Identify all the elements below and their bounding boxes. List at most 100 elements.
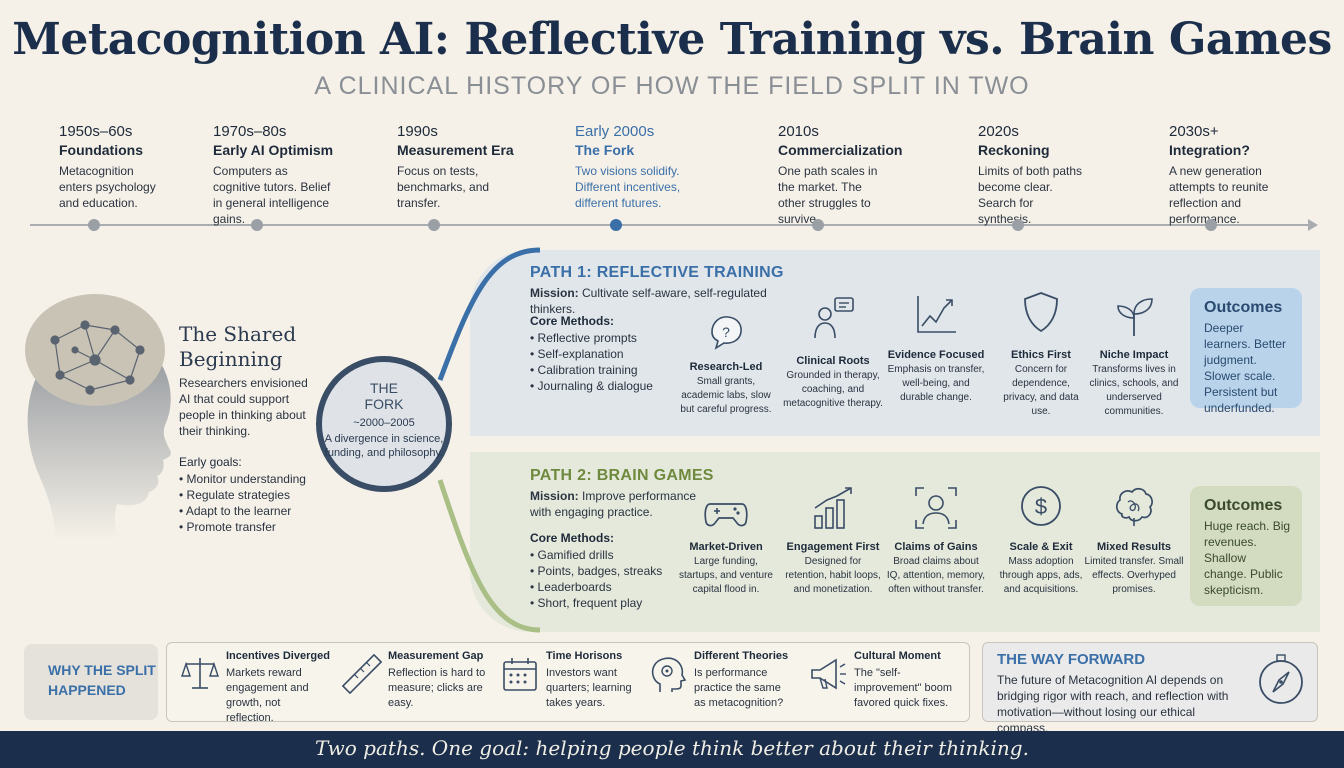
timeline-desc: Computers as cognitive tutors. Belief in… (213, 164, 331, 226)
path1-outcomes: Outcomes Deeper learners. Better judgmen… (1190, 288, 1302, 415)
why-split-text: WHY THE SPLIT HAPPENED (48, 662, 156, 698)
list-item: Reflective prompts (530, 330, 680, 346)
path1-mission: Mission: Cultivate self-aware, self-regu… (530, 285, 790, 317)
path2-core-title: Core Methods: (530, 531, 614, 545)
timeline-name: Reckoning (978, 142, 1050, 158)
brain-head-icon (25, 294, 171, 540)
way-forward-desc: The future of Metacognition AI depends o… (997, 673, 1229, 735)
path1-core-title: Core Methods: (530, 314, 614, 328)
timeline-desc: Metacognition enters psychology and educ… (59, 164, 156, 210)
timeline-dot (251, 219, 263, 231)
path1-feature-research: ? Research-Led Small grants, academic la… (676, 310, 776, 417)
list-item: Promote transfer (179, 519, 339, 535)
reason-desc: Is performance practice the same as meta… (694, 667, 784, 709)
feature-desc: Limited transfer. Small effects. Overhyp… (1084, 556, 1184, 595)
path1-feature-ethics: Ethics First Concern for dependence, pri… (991, 290, 1091, 419)
feature-desc: Transforms lives in clinics, schools, an… (1089, 364, 1179, 417)
fork-desc: A divergence in science, funding, and ph… (324, 433, 444, 459)
page-title: Metacognition AI: Reflective Training vs… (12, 14, 1332, 65)
timeline-name: Foundations (59, 142, 143, 158)
mission-text: Cultivate self-aware, self-regulated thi… (530, 286, 767, 316)
path1-title: PATH 1: REFLECTIVE TRAINING (530, 264, 784, 281)
feature-desc: Emphasis on transfer, well-being, and du… (887, 364, 985, 403)
tangled-brain-icon (1116, 488, 1153, 526)
list-item: Monitor understanding (179, 471, 339, 487)
feature-desc: Mass adoption through apps, ads, and acq… (999, 556, 1083, 595)
focus-user-icon (915, 487, 957, 529)
reason-title: Measurement Gap (388, 650, 484, 662)
way-forward-panel: THE WAY FORWARD The future of Metacognit… (982, 642, 1318, 735)
timeline-years: 1950s–60s (59, 123, 133, 140)
timeline-name: Commercialization (778, 142, 903, 158)
list-item: Gamified drills (530, 547, 680, 563)
timeline-item-integration: 2030s+ Integration? A new generation att… (1169, 123, 1319, 227)
timeline-name: Integration? (1169, 142, 1250, 158)
path2-mission: Mission: Improve performance with engagi… (530, 488, 700, 520)
feature-name: Niche Impact (1099, 349, 1169, 361)
feature-name: Market-Driven (689, 541, 763, 553)
path2-methods-list: Gamified drills Points, badges, streaks … (530, 547, 680, 611)
footer-bar (0, 731, 1344, 768)
timeline-name: Measurement Era (397, 142, 514, 158)
timeline-item-reckoning: 2020s Reckoning Limits of both paths bec… (978, 123, 1163, 227)
timeline-name: Early AI Optimism (213, 142, 334, 158)
svg-text:?: ? (722, 324, 730, 340)
timeline-dot (88, 219, 100, 231)
timeline-desc: Two visions solidify. Different incentiv… (575, 164, 681, 210)
outcomes-title: Outcomes (1204, 497, 1283, 514)
path1-feature-evidence: Evidence Focused Emphasis on transfer, w… (886, 292, 986, 405)
bar-chart-icon (814, 487, 852, 529)
dollar-coin-icon: $ (1021, 486, 1061, 526)
feature-name: Research-Led (689, 361, 763, 373)
reason-title: Different Theories (694, 650, 789, 662)
timeline-item-fork: Early 2000s The Fork Two visions solidif… (575, 123, 760, 211)
clinician-icon (814, 297, 854, 339)
early-goals-list: Monitor understanding Regulate strategie… (179, 471, 339, 535)
feature-name: Scale & Exit (1009, 541, 1073, 553)
timeline-dot (428, 219, 440, 231)
timeline-dot (1012, 219, 1024, 231)
timeline-years: Early 2000s (575, 123, 655, 140)
footer-tagline: Two paths. One goal: helping people thin… (315, 736, 1029, 760)
feature-name: Evidence Focused (887, 349, 985, 361)
path2-feature-mixed: Mixed Results Limited transfer. Small ef… (1084, 484, 1184, 597)
path2-feature-claims: Claims of Gains Broad claims about IQ, a… (886, 486, 986, 597)
path1-feature-clinical: Clinical Roots Grounded in therapy, coac… (783, 296, 883, 411)
list-item: Adapt to the learner (179, 503, 339, 519)
timeline-desc: Limits of both paths become clear. Searc… (978, 164, 1083, 226)
gamepad-icon (704, 503, 748, 527)
way-forward-title: THE WAY FORWARD (997, 651, 1146, 668)
timeline-years: 1990s (397, 123, 438, 140)
list-item: Regulate strategies (179, 487, 339, 503)
mission-label: Mission: (530, 489, 579, 503)
mission-label: Mission: (530, 286, 579, 300)
timeline-desc: One path scales in the market. The other… (778, 164, 878, 226)
timeline-name: The Fork (575, 142, 635, 158)
shield-icon (1024, 292, 1058, 333)
why-split-label: WHY THE SPLIT HAPPENED (24, 644, 158, 720)
timeline-dot (1205, 219, 1217, 231)
calendar-icon (503, 658, 537, 691)
timeline-years: 2030s+ (1169, 123, 1219, 140)
fork-years: ~2000–2005 (353, 417, 415, 429)
path2-feature-scale: $ Scale & Exit Mass adoption through app… (991, 484, 1091, 597)
reason-title: Time Horisons (546, 650, 623, 662)
path2-feature-engagement: Engagement First Designed for retention,… (783, 486, 883, 597)
fork-circle: THE FORK ~2000–2005 A divergence in scie… (316, 356, 452, 492)
reason-desc: Reflection is hard to measure; clicks ar… (388, 667, 486, 709)
shared-beginning-desc: Researchers envisioned AI that could sup… (179, 376, 308, 438)
page-subtitle: A CLINICAL HISTORY OF HOW THE FIELD SPLI… (314, 72, 1030, 100)
feature-desc: Large funding, startups, and venture cap… (679, 556, 773, 595)
question-bubble-icon: ? (711, 316, 742, 350)
timeline-dot-active (610, 219, 622, 231)
feature-desc: Broad claims about IQ, attention, memory… (886, 556, 986, 595)
early-goals-title: Early goals: (179, 455, 242, 469)
scales-icon (181, 658, 219, 689)
timeline-arrow-icon (1308, 219, 1318, 231)
timeline-desc: Focus on tests, benchmarks, and transfer… (397, 164, 490, 210)
timeline-item-foundations: 1950s–60s Foundations Metacognition ente… (59, 123, 244, 211)
sprout-icon (1117, 298, 1153, 336)
head-gears-icon (651, 657, 687, 692)
fork-title-1: THE (370, 380, 398, 396)
feature-desc: Grounded in therapy, coaching, and metac… (783, 370, 883, 409)
